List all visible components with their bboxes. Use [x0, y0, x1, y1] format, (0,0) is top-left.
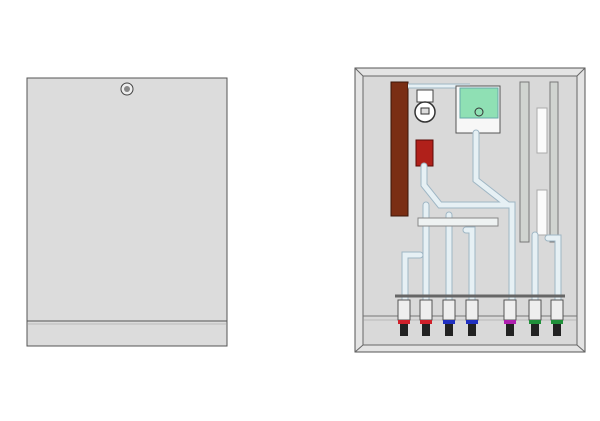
open-cabinet: [354, 67, 586, 353]
heat-exchanger: [390, 81, 409, 217]
outlet-valve: [503, 299, 517, 336]
outlet-valve: [397, 299, 411, 336]
door-lock-icon[interactable]: [120, 82, 134, 96]
zone-valve: [415, 139, 434, 167]
controller-box: [455, 85, 501, 134]
pump: [414, 89, 436, 123]
outlet-valves: [397, 299, 564, 336]
outlet-valve: [419, 299, 433, 336]
outlet-valve: [528, 299, 542, 336]
outlet-valve: [442, 299, 456, 336]
closed-cabinet: [26, 77, 228, 347]
outlet-valve: [550, 299, 564, 336]
outlet-valve: [465, 299, 479, 336]
